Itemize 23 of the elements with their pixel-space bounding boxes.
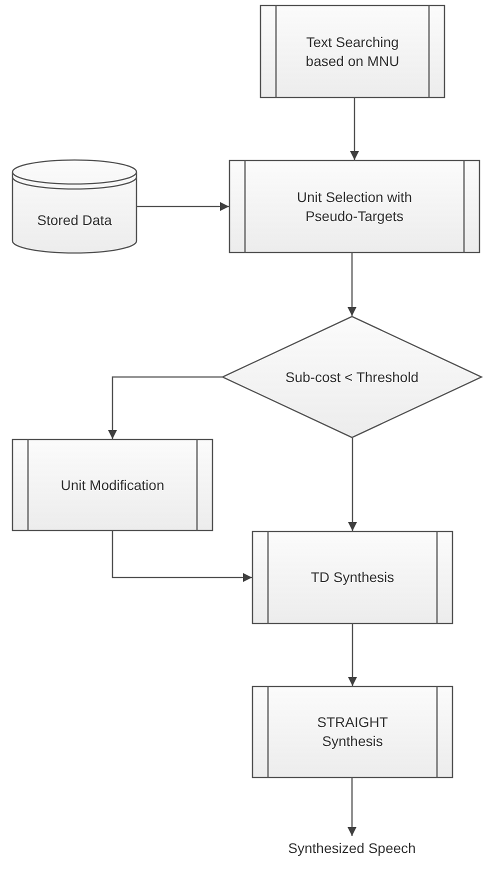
process-box: [252, 531, 453, 624]
arrow: [112, 531, 252, 582]
arrow: [348, 624, 357, 686]
node-label: Sub-cost < Threshold: [284, 368, 420, 386]
arrow: [350, 98, 359, 160]
process-box: [260, 5, 445, 98]
process-box: [229, 160, 480, 253]
node-label: Unit Selection with Pseudo-Targets: [296, 188, 414, 226]
decision-diamond: [222, 316, 482, 438]
node-label: STRAIGHT Synthesis: [316, 713, 389, 751]
process-box: [12, 439, 213, 531]
arrow: [348, 438, 357, 531]
node-label: Stored Data: [36, 211, 113, 230]
arrow: [108, 376, 222, 439]
arrow: [348, 778, 356, 836]
node-label: TD Synthesis: [310, 568, 396, 587]
output-label: Synthesized Speech: [262, 836, 442, 860]
process-box: [252, 686, 453, 778]
node-label: Unit Modification: [60, 476, 166, 494]
node-label: Text Searching based on MNU: [304, 32, 400, 70]
database-cylinder: [12, 160, 137, 253]
arrow: [137, 202, 229, 211]
arrow: [348, 253, 356, 316]
